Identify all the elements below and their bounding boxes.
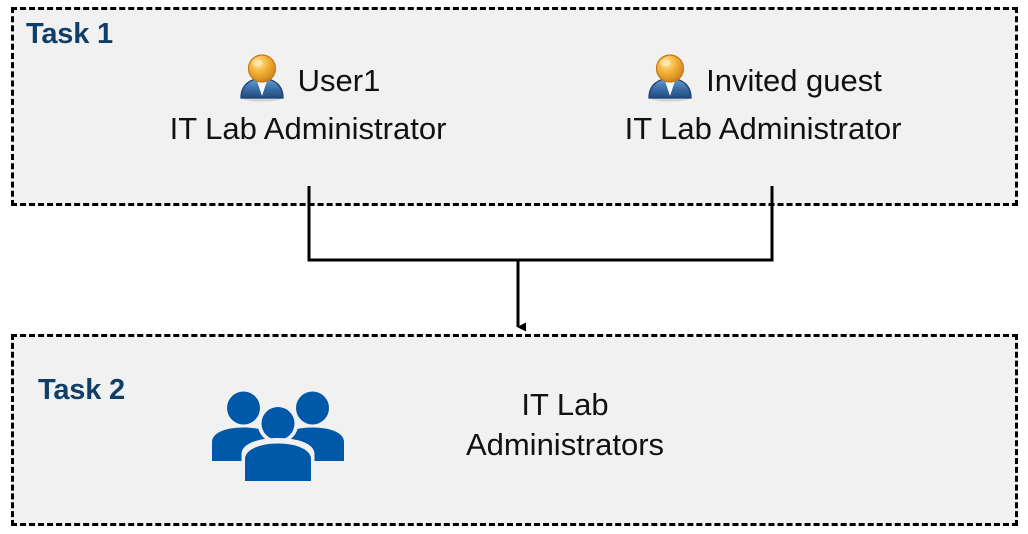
group-name-line-2: Administrators <box>465 426 665 462</box>
person-entry-invited-guest: Invited guest IT Lab Administrator <box>568 52 958 147</box>
person-name: Invited guest <box>706 62 882 98</box>
user-icon <box>644 52 696 109</box>
task-1-label: Task 1 <box>26 18 113 50</box>
user-icon <box>236 52 288 109</box>
person-role: IT Lab Administrator <box>169 111 447 146</box>
person-entry-user1: User1 IT Lab Administrator <box>128 52 488 147</box>
person-header: User1 <box>128 52 488 108</box>
person-header: Invited guest <box>568 52 958 108</box>
task-1-box <box>11 7 1018 206</box>
task-2-box <box>11 334 1018 526</box>
group-name: IT Lab Administrators <box>400 385 730 464</box>
task-2-label: Task 2 <box>38 374 125 406</box>
person-role: IT Lab Administrator <box>624 111 902 146</box>
group-name-line-1: IT Lab <box>521 387 609 422</box>
people-group-icon <box>208 386 348 486</box>
person-name: User1 <box>297 62 381 98</box>
